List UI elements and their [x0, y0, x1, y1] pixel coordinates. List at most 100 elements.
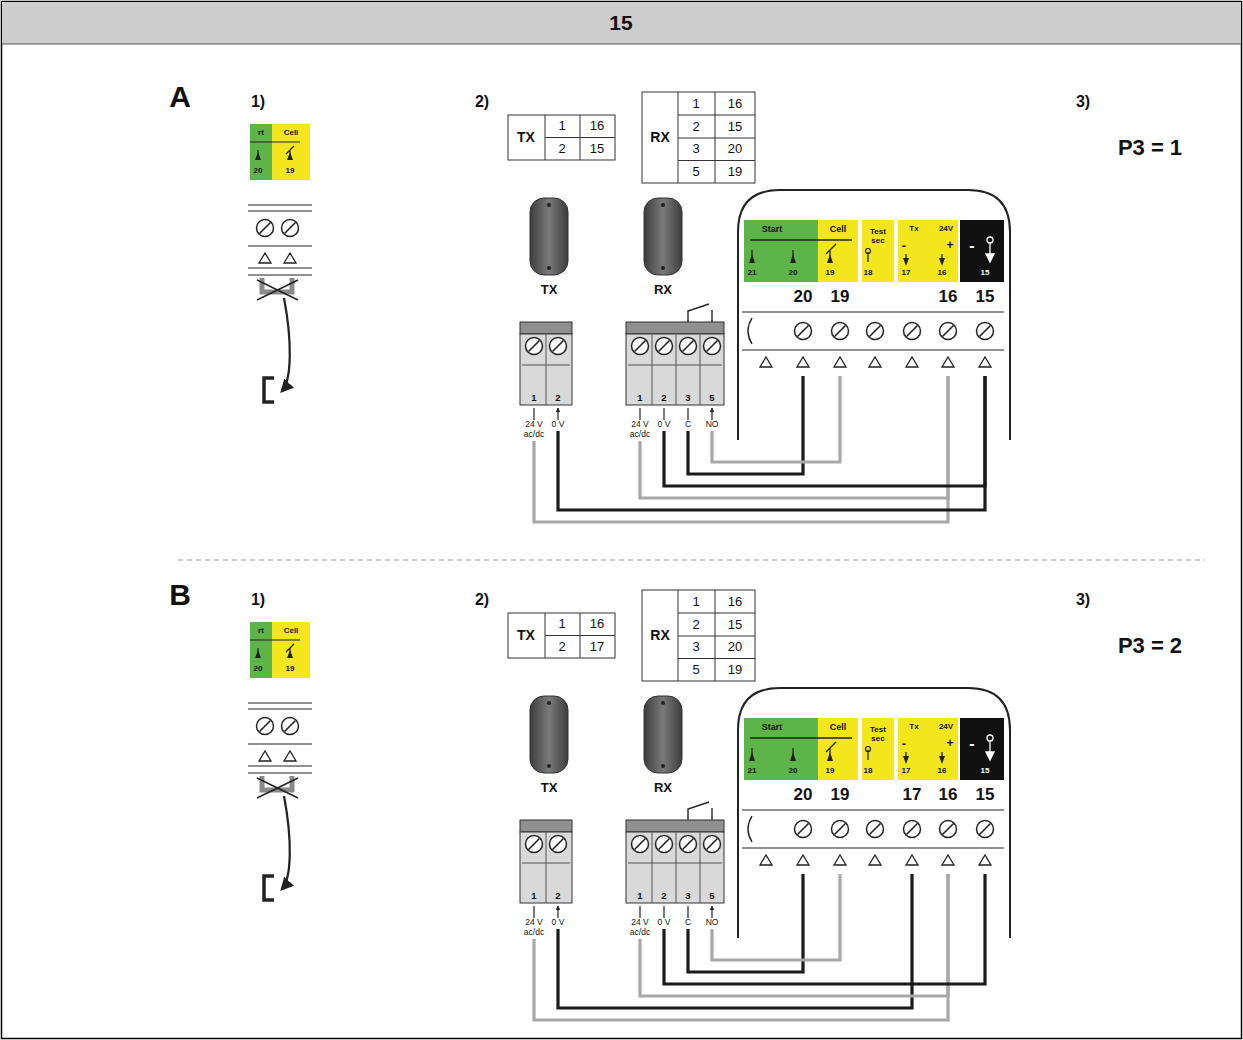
drawing-use	[656, 338, 673, 355]
figure-number: 15	[609, 11, 632, 34]
wire	[712, 376, 840, 462]
terminal-number: 19	[825, 786, 855, 804]
table-cell: 16	[590, 119, 604, 133]
table-cell: 20	[728, 640, 742, 654]
terminal-number: 19	[286, 167, 295, 176]
terminal-pin: 124 V ac/dc	[521, 392, 547, 439]
terminal-number: 21	[748, 269, 757, 278]
drawing-use	[977, 323, 994, 340]
terminal-pin: 124 V ac/dc	[521, 890, 547, 937]
terminal-number: 21	[748, 767, 757, 776]
terminal-number: 18	[864, 269, 873, 278]
terminal-label: Start	[762, 225, 783, 235]
drawing-rect	[626, 334, 724, 405]
drawing-path	[282, 298, 290, 391]
wire	[558, 376, 985, 510]
drawing-line	[742, 349, 1004, 350]
drawing-use	[795, 323, 812, 340]
terminal-number: 20	[254, 665, 263, 674]
wire	[640, 874, 948, 996]
terminal-number: 16	[938, 767, 947, 776]
device-label: RX	[654, 781, 672, 795]
signal-name: NO	[706, 419, 719, 429]
drawing-rect	[960, 220, 1004, 282]
drawing-path	[257, 280, 298, 300]
table-cell: 16	[590, 617, 604, 631]
table-cell: TX	[517, 628, 535, 643]
terminal-number: 15	[981, 767, 990, 776]
section-letter: A	[169, 80, 191, 113]
terminal-label: rt	[258, 129, 264, 138]
table-cell: 3	[692, 640, 699, 654]
drawing-use	[869, 357, 881, 367]
drawing-path	[264, 378, 274, 402]
drawing-path	[250, 142, 300, 160]
signal-name: 24 V ac/dc	[521, 419, 547, 439]
wire	[712, 874, 840, 960]
terminal-pin: 5NO	[706, 392, 719, 429]
terminal-label: rt	[258, 627, 264, 636]
drawing-rect	[626, 322, 724, 334]
signal-name: C	[685, 917, 691, 927]
table-cell: 5	[692, 165, 699, 179]
terminal-number: 16	[938, 269, 947, 278]
drawing-path	[868, 252, 942, 264]
polarity-sign: +	[946, 737, 953, 750]
pin-number: 3	[685, 392, 691, 403]
drawing-rect	[272, 124, 310, 180]
terminal-number: 16	[933, 288, 963, 306]
terminal-label: Cell	[284, 129, 299, 138]
polarity-sign: -	[902, 239, 906, 253]
terminal-pin: 3C	[685, 392, 691, 429]
terminal-label: 24V	[939, 723, 953, 732]
board-terminal: 19	[825, 288, 855, 376]
drawing-line	[248, 245, 312, 246]
terminal-number: 19	[825, 288, 855, 306]
table-cell: 16	[728, 97, 742, 111]
wire	[534, 376, 948, 522]
drawing-path	[749, 254, 833, 263]
pin-number: 1	[627, 392, 653, 403]
terminal-number: 19	[826, 269, 835, 278]
polarity-sign: -	[969, 735, 974, 753]
table-cell: TX	[517, 130, 535, 145]
drawing-path	[750, 240, 852, 262]
drawing-circle	[661, 203, 665, 207]
step-number: 2)	[475, 93, 489, 111]
terminal-pin: 124 V ac/dc	[627, 890, 653, 937]
drawing-circle	[661, 266, 665, 270]
pin-number: 1	[521, 890, 547, 901]
table-cell: 17	[590, 640, 604, 654]
signal-name: 24 V ac/dc	[627, 419, 653, 439]
drawing-path	[522, 334, 570, 405]
signal-name: 0 V	[658, 917, 671, 927]
table-cell: 2	[558, 142, 565, 156]
parameter-setting: P3 = 1	[1118, 136, 1182, 160]
wire	[664, 874, 985, 984]
drawing-rect	[530, 198, 568, 275]
wire	[640, 376, 948, 498]
table-cell: 2	[692, 120, 699, 134]
polarity-sign: -	[969, 237, 974, 255]
drawing-rect	[250, 124, 272, 180]
drawing-use	[797, 357, 809, 367]
terminal-label: Test sec	[865, 726, 891, 744]
drawing-rect	[2, 2, 1241, 44]
device-label: RX	[654, 283, 672, 297]
parameter-setting: P3 = 2	[1118, 634, 1182, 658]
board-terminal: 15	[970, 786, 1000, 874]
signal-name: 0 V	[552, 419, 565, 429]
drawing-line	[2, 44, 1241, 45]
drawing-use	[904, 323, 921, 340]
terminal-label: Start	[762, 723, 783, 733]
drawing-circle	[987, 237, 993, 243]
drawing-rect	[642, 92, 755, 183]
terminal-label: Tx	[909, 225, 918, 234]
drawing-use	[834, 357, 846, 367]
drawing-rect	[520, 334, 572, 405]
step-number: 2)	[475, 591, 489, 609]
table-cell: 1	[558, 617, 565, 631]
drawing-g	[248, 92, 1010, 440]
board-terminal: 17	[897, 786, 927, 874]
drawing-path	[262, 278, 292, 292]
